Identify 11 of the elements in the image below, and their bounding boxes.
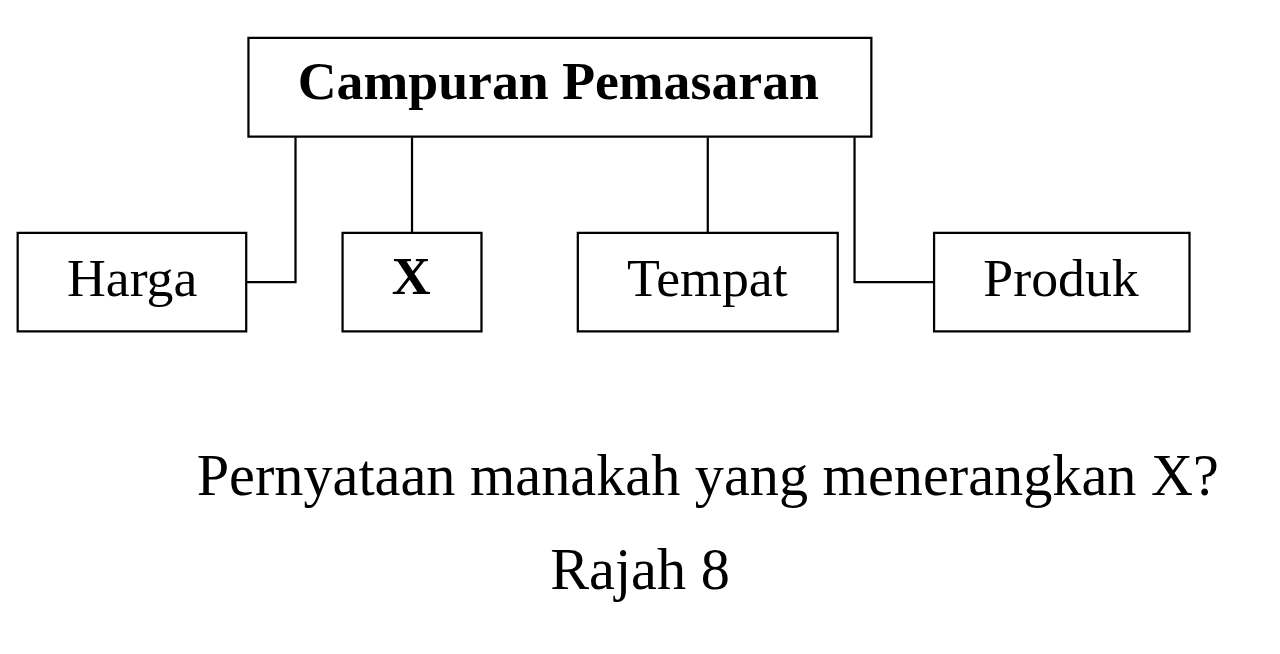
node-box: Tempat bbox=[576, 231, 839, 333]
node-box: Harga bbox=[16, 231, 248, 333]
caption: Rajah 8 bbox=[550, 536, 730, 602]
connector bbox=[246, 137, 297, 284]
node-box: Produk bbox=[932, 231, 1191, 333]
node-box: X bbox=[341, 231, 483, 333]
node-box: Campuran Pemasaran bbox=[247, 36, 873, 138]
label: Pernyataan manakah yang menerangkan X? bbox=[196, 442, 1219, 508]
connector bbox=[853, 137, 935, 284]
connector bbox=[410, 137, 414, 233]
connector bbox=[706, 137, 709, 233]
